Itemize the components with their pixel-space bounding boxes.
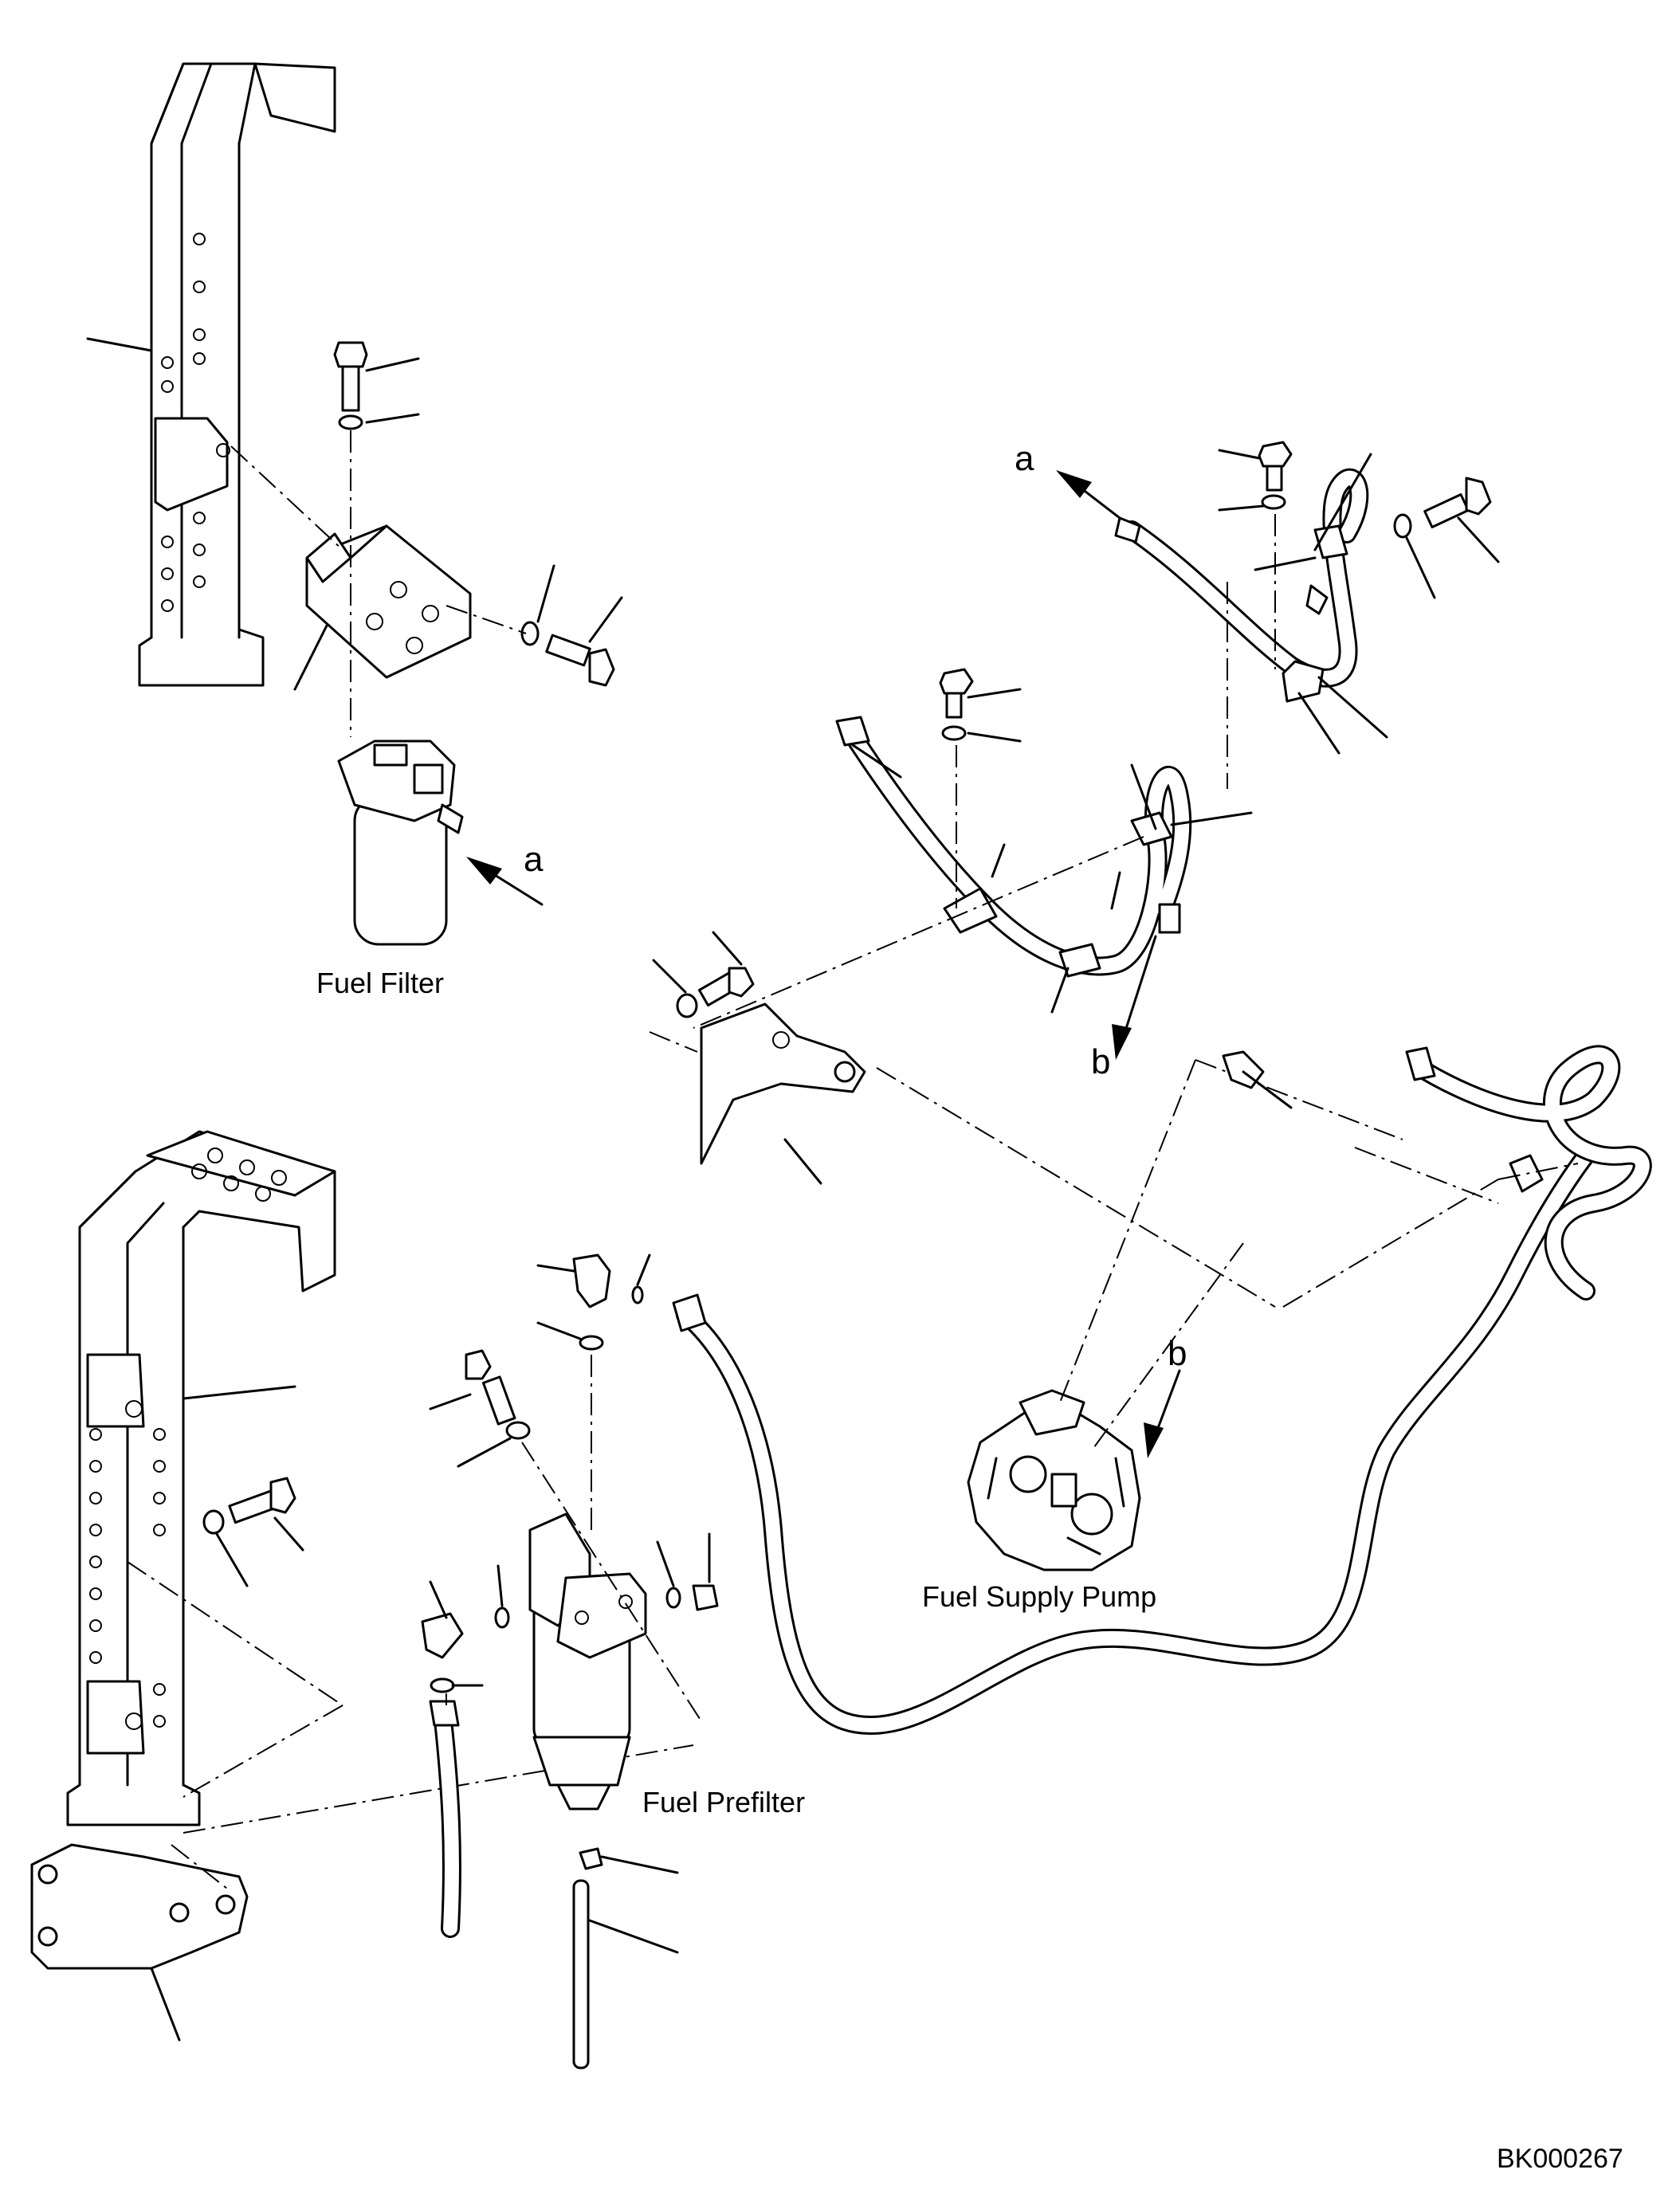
middle-bolt bbox=[939, 668, 1022, 743]
fuel-supply-pump-caption: Fuel Supply Pump bbox=[922, 1580, 1157, 1613]
prefilter-mount-bolt bbox=[429, 1349, 531, 1468]
arrow-b-pump bbox=[1144, 1369, 1181, 1458]
arrow-b-top-label: b bbox=[1091, 1042, 1111, 1081]
drawing-code: BK000267 bbox=[1497, 2144, 1623, 2174]
arrow-a-filter bbox=[466, 857, 544, 906]
arrow-b-top bbox=[1112, 935, 1157, 1060]
arrow-a-top bbox=[1056, 470, 1121, 520]
prefilter-lower-hose bbox=[429, 1700, 461, 1938]
fuel-filter-caption: Fuel Filter bbox=[316, 967, 445, 999]
filter-bolt-side bbox=[520, 564, 623, 687]
drain-tube bbox=[572, 1847, 679, 2069]
lower-frame-pillar bbox=[66, 1130, 336, 1826]
upper-side-bolt bbox=[1393, 477, 1500, 599]
middle-bracket bbox=[700, 1002, 866, 1185]
right-hose-assembly bbox=[1222, 1045, 1652, 1301]
long-fuel-hose bbox=[672, 1146, 1596, 1736]
prefilter-side-fittings bbox=[421, 1532, 719, 1693]
middle-hose-assembly bbox=[835, 716, 1192, 978]
fuel-filter bbox=[337, 740, 464, 946]
arrow-b-pump-label: b bbox=[1168, 1334, 1187, 1373]
fuel-prefilter bbox=[528, 1512, 647, 1811]
upper-hose-assembly bbox=[1114, 468, 1369, 703]
upper-clamp-bolt bbox=[1218, 441, 1293, 512]
lower-pillar-bolt bbox=[202, 1477, 304, 1587]
arrow-a-filter-label: a bbox=[524, 840, 544, 879]
fuel-supply-pump bbox=[967, 1389, 1141, 1571]
upper-frame-pillar bbox=[86, 62, 336, 687]
fuel-prefilter-caption: Fuel Prefilter bbox=[642, 1786, 806, 1818]
middle-bracket-bolt bbox=[652, 931, 755, 1018]
arrow-a-top-label: a bbox=[1015, 439, 1034, 478]
bottom-guard-plate bbox=[30, 1843, 249, 2042]
prefilter-top-elbow bbox=[536, 1253, 651, 1351]
fuel-filter-bracket bbox=[293, 524, 472, 691]
filter-bolt-top bbox=[333, 341, 420, 430]
